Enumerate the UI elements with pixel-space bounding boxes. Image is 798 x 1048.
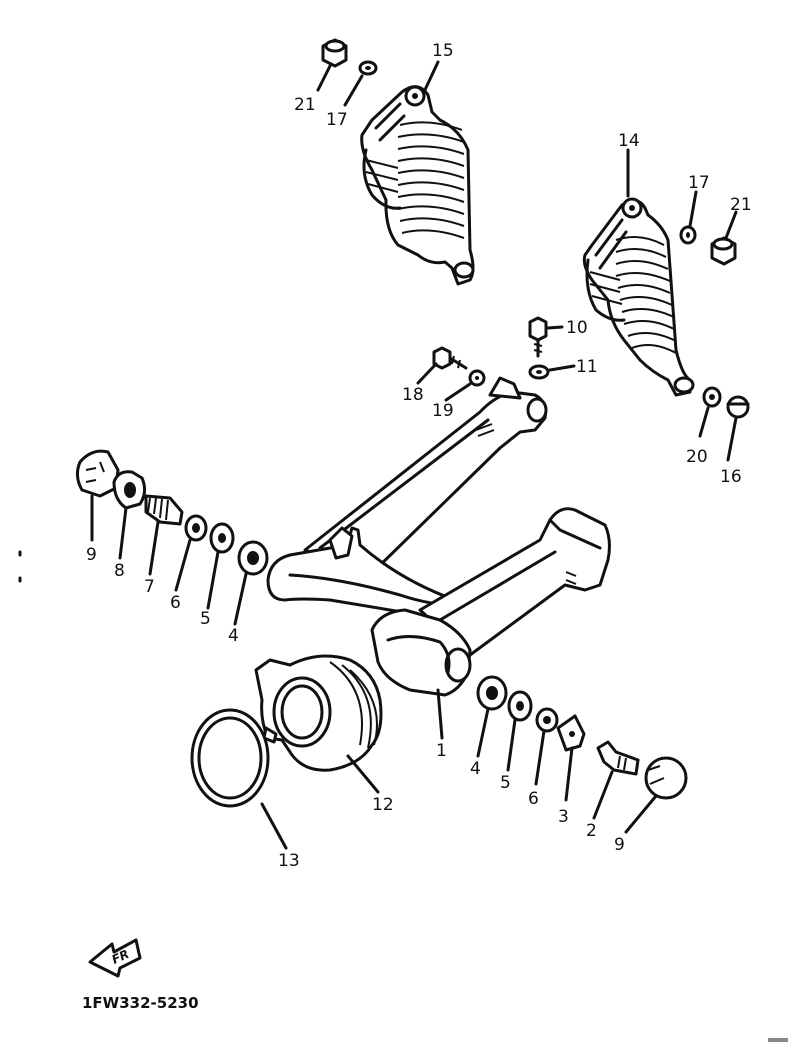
pivot-bolt-2 (596, 740, 640, 776)
callout-6-left: 6 (170, 593, 181, 613)
nut-21-right (710, 236, 737, 266)
callout-12: 12 (372, 795, 394, 815)
callout-17-right: 17 (688, 173, 710, 193)
corner-mark (768, 1038, 788, 1042)
callout-21-left: 21 (294, 95, 316, 115)
callout-18: 18 (402, 385, 424, 405)
callout-17-left: 17 (326, 110, 348, 130)
washer-17-left (358, 60, 378, 76)
shock-absorber-14 (582, 197, 695, 397)
washer-5-right (507, 690, 533, 722)
callout-1: 1 (436, 741, 447, 761)
bearing-4-right (476, 675, 508, 711)
callout-5-right: 5 (500, 773, 511, 793)
washer-17-right (679, 225, 697, 245)
callout-11: 11 (576, 357, 598, 377)
callout-21-right: 21 (730, 195, 752, 215)
washer-5-left (209, 522, 235, 554)
bolt-10 (528, 316, 548, 358)
callout-6-right: 6 (528, 789, 539, 809)
bolt-18 (432, 346, 468, 370)
ring-13 (190, 708, 270, 808)
callout-5-left: 5 (200, 609, 211, 629)
callout-labels: 15 21 17 14 17 21 10 11 18 19 20 16 9 8 … (86, 41, 752, 871)
diagram-code: 1FW332-5230 (82, 994, 199, 1012)
callout-8: 8 (114, 561, 125, 581)
callout-2: 2 (586, 821, 597, 841)
nut-8 (112, 470, 147, 510)
nut-21-left (321, 38, 348, 68)
washer-20 (702, 386, 722, 408)
lock-plate-3 (556, 714, 586, 752)
callout-7: 7 (144, 577, 155, 597)
bearing-4-left (237, 540, 269, 576)
pivot-shaft-7 (144, 494, 184, 526)
callout-14: 14 (618, 131, 640, 151)
callout-4-left: 4 (228, 626, 239, 646)
callout-4-right: 4 (470, 759, 481, 779)
boot-12 (254, 654, 383, 772)
front-arrow-icon: FR (88, 938, 142, 978)
cap-16 (726, 395, 750, 419)
bushing-6-left (184, 514, 208, 542)
lock-washer-9-left (75, 449, 120, 498)
cap-9-right (644, 756, 688, 800)
shock-absorber-15 (360, 85, 475, 286)
callout-9-right: 9 (614, 835, 625, 855)
bushing-6-right (535, 707, 559, 733)
callout-13: 13 (278, 851, 300, 871)
callout-9-left: 9 (86, 545, 97, 565)
callout-20: 20 (686, 447, 708, 467)
callout-3: 3 (558, 807, 569, 827)
nut-11 (528, 364, 550, 380)
leader-lines (90, 60, 738, 850)
washer-19 (468, 369, 486, 387)
callout-16: 16 (720, 467, 742, 487)
callout-19: 19 (432, 401, 454, 421)
front-arrow-label: FR (110, 947, 132, 967)
swingarm-1 (266, 376, 611, 697)
callout-10: 10 (566, 318, 588, 338)
callout-15: 15 (432, 41, 454, 61)
